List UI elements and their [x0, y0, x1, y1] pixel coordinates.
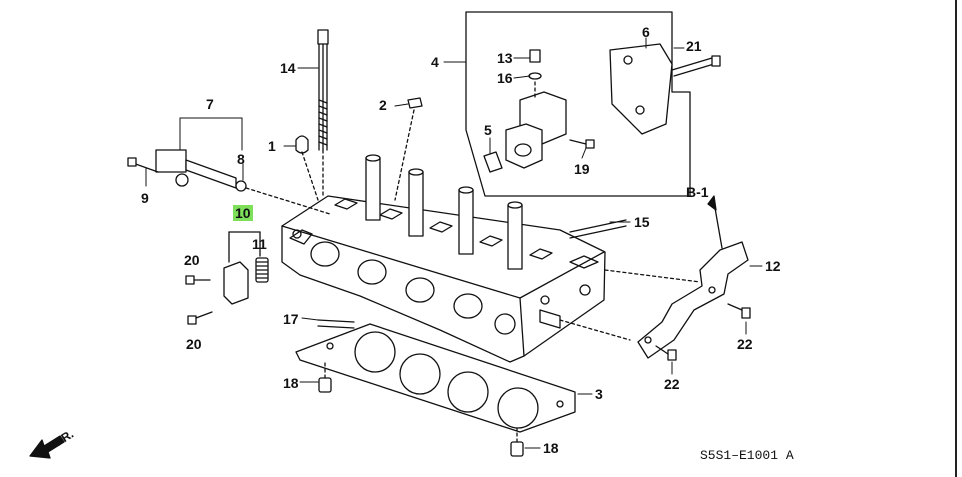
part-label-18a: 18 — [283, 375, 299, 391]
inset-box — [465, 11, 691, 197]
part-label-1: 1 — [268, 138, 276, 154]
part-label-5: 5 — [484, 122, 492, 138]
part-label-16: 16 — [497, 70, 513, 86]
part-label-20b: 20 — [186, 336, 202, 352]
part-label-20a: 20 — [184, 252, 200, 268]
bolt-19 — [569, 139, 595, 149]
small-fittings — [295, 97, 423, 201]
head-studs — [365, 154, 523, 270]
part-label-11: 11 — [252, 236, 267, 252]
part-label-10: 10 — [233, 205, 253, 221]
leader-lines — [145, 37, 763, 449]
part-label-18b: 18 — [543, 440, 559, 456]
part-label-22b: 22 — [664, 376, 680, 392]
cylinder-head — [281, 195, 606, 363]
part-label-13: 13 — [497, 50, 513, 66]
sensor-assembly — [223, 231, 269, 305]
drawing-code: S5S1–E1001 A — [700, 448, 794, 463]
part-label-19: 19 — [574, 161, 590, 177]
part-label-4: 4 — [431, 54, 439, 70]
harness-bracket — [559, 195, 751, 361]
spool-valve — [127, 149, 331, 215]
part-label-2: 2 — [379, 97, 387, 113]
part-label-12: 12 — [765, 258, 781, 274]
part-label-22a: 22 — [737, 336, 753, 352]
bolts-20 — [185, 275, 213, 325]
part-label-15: 15 — [634, 214, 650, 230]
part-label-14: 14 — [280, 60, 296, 76]
head-gasket — [295, 323, 576, 433]
part-label-6: 6 — [642, 24, 650, 40]
part-label-7: 7 — [206, 96, 214, 112]
part-label-21: 21 — [686, 38, 702, 54]
part-label-3: 3 — [595, 386, 603, 402]
bracket-6 — [609, 43, 721, 135]
right-border — [955, 0, 957, 477]
reference-label-b1: B-1 — [686, 184, 709, 200]
part-label-8: 8 — [237, 151, 245, 167]
vtc-solenoid — [483, 49, 567, 173]
front-arrow — [29, 435, 65, 459]
part-label-17: 17 — [283, 311, 299, 327]
head-bolt — [317, 29, 329, 197]
part-label-9: 9 — [141, 190, 149, 206]
dowel-pins — [318, 361, 524, 457]
